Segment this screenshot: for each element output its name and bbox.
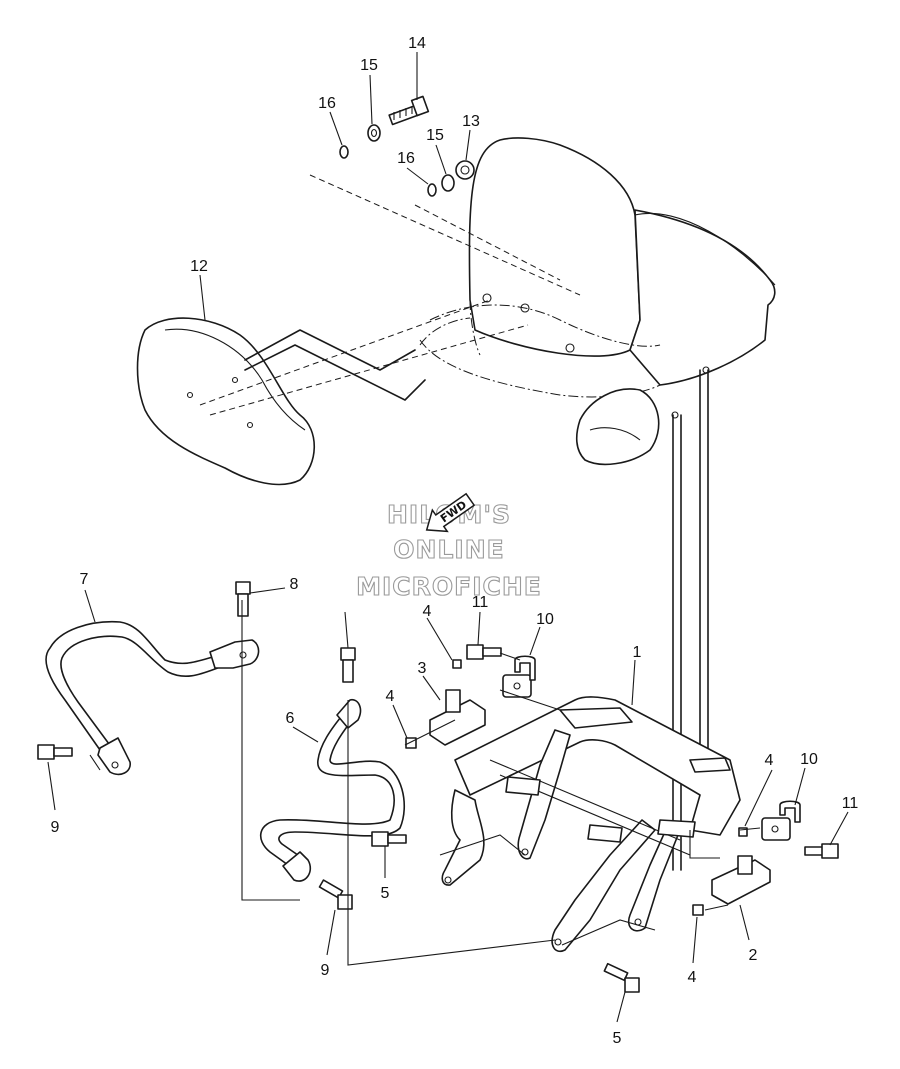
watermark-line-2: ONLINE [393, 535, 504, 564]
callout-2: 2 [749, 947, 758, 964]
bolt-11a [466, 644, 502, 660]
grab-handle-7 [45, 620, 260, 776]
callout-13: 13 [462, 113, 480, 130]
bracket-2 [711, 855, 771, 905]
bracket-3 [429, 689, 486, 746]
hardware-top [339, 95, 475, 197]
washer-16b [427, 183, 437, 197]
callout-8: 8 [290, 576, 299, 593]
watermark: HILOM'S ONLINE MICROFICHE FWD [356, 492, 542, 602]
washer-15a [367, 124, 381, 142]
callout-4: 4 [423, 603, 432, 620]
bolt-8a [235, 581, 251, 617]
callout-11: 11 [472, 594, 489, 611]
bolt-9a [37, 744, 73, 760]
callout-5: 5 [613, 1030, 622, 1047]
screws-4 [405, 659, 748, 916]
callout-4: 4 [386, 688, 395, 705]
callout-10: 10 [536, 611, 554, 628]
bolt-8b [340, 647, 356, 683]
callout-5: 5 [381, 885, 390, 902]
callout-leaders [47, 52, 849, 1023]
watermark-line-1: HILOM'S [387, 500, 511, 529]
clip-10b [761, 800, 801, 841]
washer-16a [339, 145, 349, 159]
bolt-9b [318, 879, 353, 910]
callout-labels: 14 15 16 13 15 16 12 7 8 11 10 4 3 4 1 6… [51, 35, 859, 1047]
callout-11: 11 [842, 795, 859, 812]
bolt-5a [371, 831, 407, 847]
callout-9: 9 [51, 819, 60, 836]
callout-1: 1 [633, 644, 642, 661]
seat-frame-1 [441, 696, 741, 952]
nut-13 [455, 160, 475, 180]
callout-15: 15 [360, 57, 378, 74]
bolt-14 [388, 95, 430, 126]
assembly-guide-lines [199, 174, 709, 871]
seat-back [419, 137, 776, 466]
clip-10a [502, 655, 536, 698]
callout-9: 9 [321, 962, 330, 979]
headrest-pad [136, 317, 316, 486]
callout-15: 15 [426, 127, 444, 144]
callout-4: 4 [765, 752, 774, 769]
callout-4: 4 [688, 969, 697, 986]
grab-handle-6 [259, 698, 406, 882]
watermark-line-3: MICROFICHE [356, 572, 542, 601]
callout-16: 16 [318, 95, 336, 112]
bolt-5b [603, 962, 640, 993]
callout-10: 10 [800, 751, 818, 768]
bolt-11b [804, 843, 839, 859]
washer-15b [441, 174, 455, 192]
lower-guide-lines [89, 600, 761, 966]
callout-16: 16 [397, 150, 415, 167]
callout-3: 3 [418, 660, 427, 677]
callout-7: 7 [80, 571, 89, 588]
callout-6: 6 [286, 710, 295, 727]
callout-14: 14 [408, 35, 426, 52]
callout-12: 12 [190, 258, 208, 275]
